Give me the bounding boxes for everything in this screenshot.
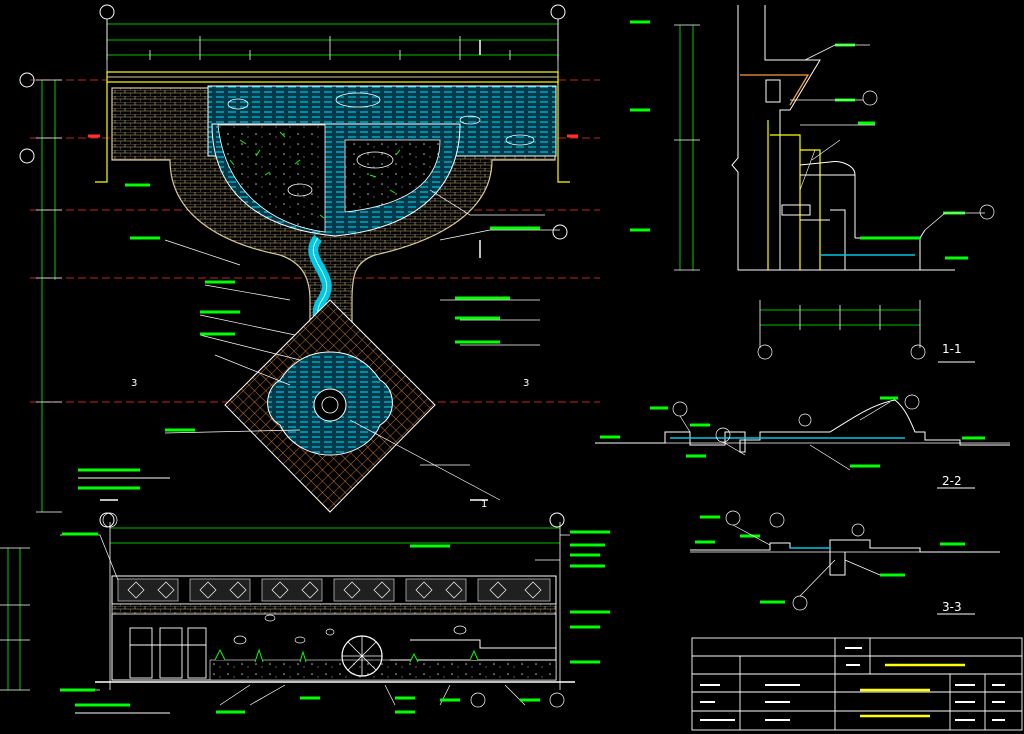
section-2-2-label: 2-2 bbox=[942, 474, 962, 488]
leader-lines bbox=[164, 189, 560, 501]
section-2-2-view bbox=[595, 394, 1010, 489]
section-1-1-view bbox=[630, 5, 995, 363]
section-3-3-label: 3-3 bbox=[942, 600, 962, 614]
plan-annotation-marks bbox=[78, 183, 540, 490]
planting-marks bbox=[229, 131, 401, 219]
axis-label-bottom: 1 bbox=[481, 499, 488, 510]
top-dimension-chain bbox=[106, 20, 559, 60]
left-dimension-chain bbox=[36, 79, 62, 513]
section-1-1-label: 1-1 bbox=[942, 342, 962, 356]
title-block bbox=[691, 637, 1023, 731]
balustrade-panels bbox=[117, 578, 551, 602]
axis-label-right: 3 bbox=[523, 378, 530, 389]
section-3-3-view bbox=[690, 510, 1000, 615]
axis-label-left: 3 bbox=[131, 378, 138, 389]
elevation-view bbox=[0, 512, 610, 714]
elevation-annotation-marks bbox=[60, 530, 610, 714]
plan-view bbox=[19, 4, 600, 528]
